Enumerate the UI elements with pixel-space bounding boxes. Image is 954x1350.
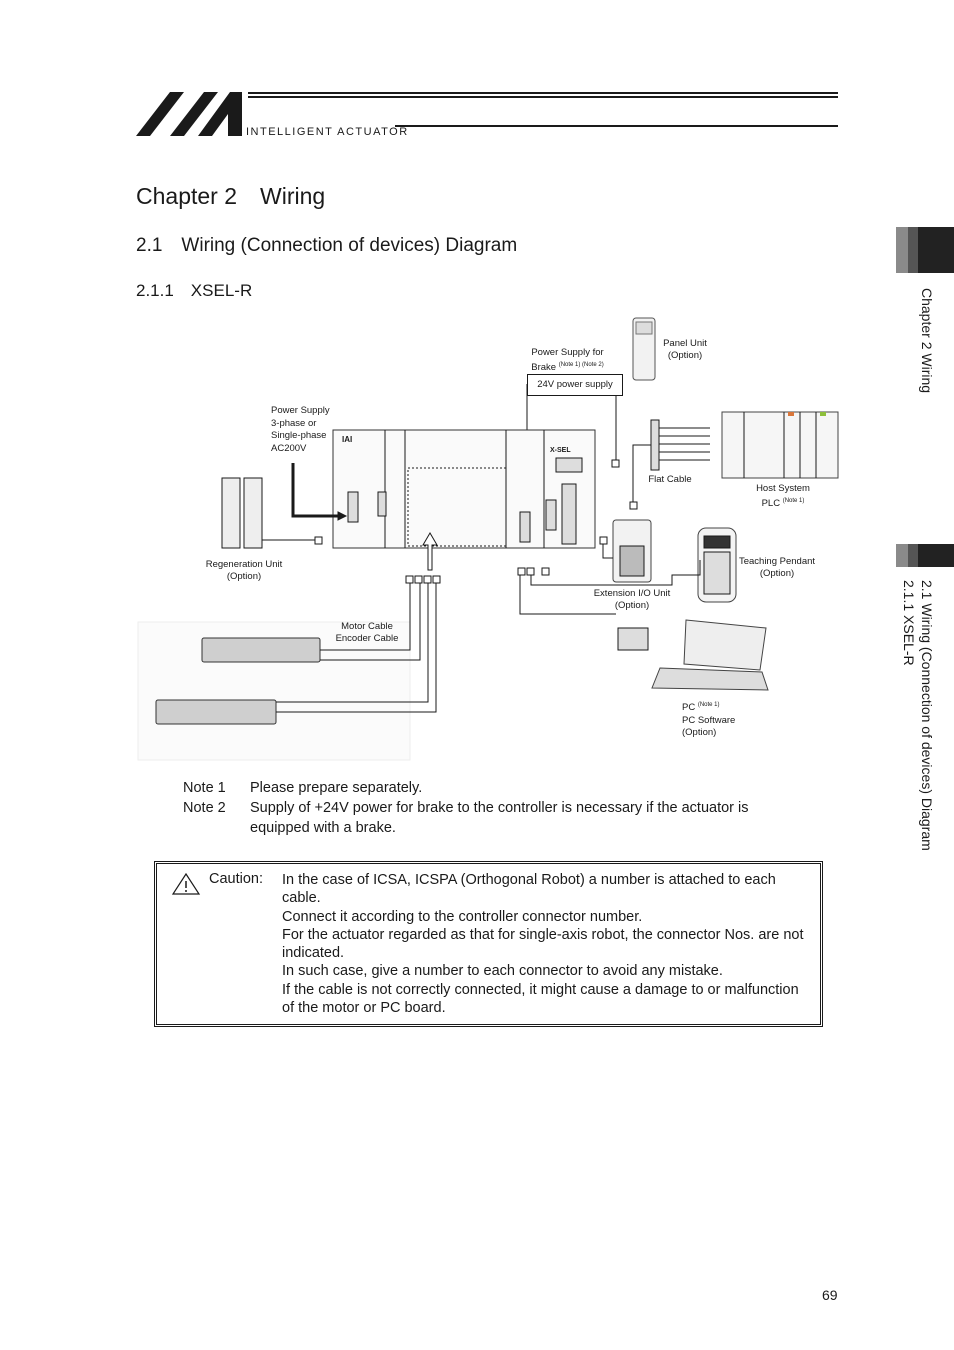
caution-line-1: In the case of ICSA, ICSPA (Orthogonal R… bbox=[282, 872, 776, 907]
brand-text: INTELLIGENT ACTUATOR bbox=[246, 126, 409, 138]
note-1: Note 1 Please prepare separately. bbox=[183, 778, 810, 798]
label-pc-note: (Note 1) bbox=[697, 702, 720, 708]
panel-unit-device bbox=[632, 317, 656, 381]
label-teaching-pendant-name: Teaching Pendant bbox=[738, 556, 816, 567]
label-host-system-name: Host System bbox=[756, 483, 810, 494]
caution-box: Caution: In the case of ICSA, ICSPA (Ort… bbox=[154, 861, 823, 1027]
label-power-line3: Single-phase bbox=[271, 430, 327, 441]
label-regeneration-unit: Regeneration Unit (Option) bbox=[197, 559, 291, 583]
label-pc: PC (Note 1) PC Software (Option) bbox=[682, 699, 735, 740]
label-panel-unit: Panel Unit (Option) bbox=[655, 338, 715, 362]
header-rule-lines bbox=[248, 92, 838, 102]
chapter-title: Chapter 2 Wiring bbox=[136, 183, 326, 209]
note-1-key: Note 1 bbox=[183, 780, 226, 796]
note-2-text: Supply of +24V power for brake to the co… bbox=[250, 800, 749, 836]
header-rule-bottom bbox=[395, 125, 838, 127]
page-number: 69 bbox=[822, 1287, 838, 1303]
controller-device bbox=[332, 429, 596, 549]
label-power-supply-brake-line1: Power Supply for bbox=[531, 347, 604, 358]
chapter-tab-marker bbox=[896, 227, 954, 273]
label-plc-note: (Note 1) bbox=[782, 498, 805, 504]
caution-label: Caution: bbox=[209, 871, 264, 887]
label-extension-io: Extension I/O Unit (Option) bbox=[586, 588, 678, 612]
label-plc-line: PLC (Note 1) bbox=[740, 495, 826, 510]
label-panel-unit-name: Panel Unit bbox=[663, 338, 707, 349]
label-flat-cable: Flat Cable bbox=[648, 474, 692, 485]
actuator-2 bbox=[155, 699, 277, 725]
pc-device bbox=[617, 619, 769, 691]
label-panel-unit-option: (Option) bbox=[667, 350, 703, 361]
label-regeneration-name: Regeneration Unit bbox=[205, 559, 283, 570]
note-1-text: Please prepare separately. bbox=[250, 780, 423, 796]
box-24v-power-supply: 24V power supply bbox=[527, 374, 623, 396]
teaching-pendant-device bbox=[697, 527, 737, 603]
label-plc: PLC bbox=[761, 498, 781, 510]
label-power-supply-brake: Power Supply for Brake (Note 1) (Note 2) bbox=[520, 347, 615, 374]
caution-line-2: Connect it according to the controller c… bbox=[282, 908, 643, 925]
caution-line-3: For the actuator regarded as that for si… bbox=[282, 926, 804, 962]
note-2-key: Note 2 bbox=[183, 800, 226, 816]
flat-cable bbox=[650, 419, 710, 471]
note-2: Note 2 Supply of +24V power for brake to… bbox=[183, 798, 810, 838]
actuator-1 bbox=[201, 637, 321, 663]
label-teaching-pendant: Teaching Pendant (Option) bbox=[732, 556, 822, 580]
label-host-system: Host System PLC (Note 1) bbox=[740, 483, 826, 510]
caution-text: In the case of ICSA, ICSPA (Orthogonal R… bbox=[282, 871, 807, 1017]
label-motor-cable: Motor Cable bbox=[341, 621, 393, 632]
label-brake-text: Brake bbox=[531, 362, 557, 374]
wiring-diagram: IAI X-SEL bbox=[137, 317, 839, 761]
section-title: 2.1 Wiring (Connection of devices) Diagr… bbox=[136, 235, 518, 256]
section-tab-marker bbox=[896, 544, 954, 567]
label-pc-name: PC bbox=[682, 702, 696, 714]
label-encoder-cable: Encoder Cable bbox=[335, 633, 399, 644]
extension-io-device bbox=[612, 519, 652, 583]
iai-logo bbox=[136, 92, 242, 136]
label-extension-io-option: (Option) bbox=[614, 600, 650, 611]
label-power-supply-brake-line2: Brake (Note 1) (Note 2) bbox=[520, 359, 615, 374]
warning-icon bbox=[171, 872, 201, 895]
controller-logo-text: IAI bbox=[342, 435, 352, 444]
regeneration-unit-device bbox=[221, 477, 263, 549]
label-motor-encoder-cable: Motor Cable Encoder Cable bbox=[330, 621, 404, 645]
label-pc-line: PC (Note 1) bbox=[682, 699, 735, 715]
label-teaching-pendant-option: (Option) bbox=[759, 568, 795, 579]
label-power-supply-main: Power Supply 3-phase or Single-phase AC2… bbox=[271, 405, 330, 455]
label-pc-software: PC Software bbox=[682, 714, 736, 726]
label-brake-notes: (Note 1) (Note 2) bbox=[558, 362, 604, 368]
notes: Note 1 Please prepare separately. Note 2… bbox=[183, 778, 810, 838]
label-power-line4: AC200V bbox=[271, 442, 307, 454]
subsection-title: 2.1.1 XSEL-R bbox=[136, 281, 253, 300]
caution-line-4: In such case, give a number to each conn… bbox=[282, 963, 723, 980]
label-pc-software-option: (Option) bbox=[682, 727, 717, 739]
plc-device bbox=[721, 411, 839, 479]
controller-model-text: X-SEL bbox=[550, 447, 571, 454]
label-power-line2: 3-phase or bbox=[271, 417, 317, 429]
caution-line-5: If the cable is not correctly connected,… bbox=[282, 981, 799, 1017]
label-regeneration-option: (Option) bbox=[226, 571, 262, 582]
label-extension-io-name: Extension I/O Unit bbox=[593, 588, 671, 599]
label-power-line1: Power Supply bbox=[271, 405, 330, 416]
